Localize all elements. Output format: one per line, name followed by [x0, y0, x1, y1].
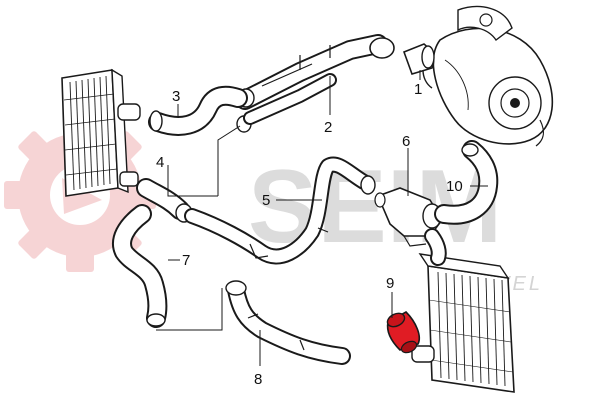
callout-9: 9 — [386, 275, 394, 292]
part-3-hose — [148, 85, 248, 136]
part-7-hose — [112, 204, 168, 328]
part-2-pipe — [235, 34, 395, 133]
intercooler-right — [411, 228, 515, 393]
intercooler-left — [61, 68, 141, 197]
callout-5: 5 — [262, 192, 270, 209]
part-9-coupling-highlighted — [386, 311, 421, 354]
part-8-pipe — [225, 280, 351, 365]
part-5-pipe — [184, 156, 376, 265]
callout-7: 7 — [182, 252, 190, 269]
turbocharger — [422, 5, 554, 147]
callout-3: 3 — [172, 88, 180, 105]
part-6-connector — [374, 187, 443, 247]
callout-2: 2 — [324, 119, 332, 136]
callout-numbers: 1 2 3 4 5 6 7 8 9 10 — [156, 81, 463, 388]
callout-4: 4 — [156, 154, 164, 171]
callout-1: 1 — [414, 81, 422, 98]
callout-8: 8 — [254, 371, 262, 388]
callout-10: 10 — [446, 178, 463, 195]
callout-6: 6 — [402, 133, 410, 150]
leader-lines — [156, 70, 488, 366]
part-1-coupling — [402, 43, 435, 75]
